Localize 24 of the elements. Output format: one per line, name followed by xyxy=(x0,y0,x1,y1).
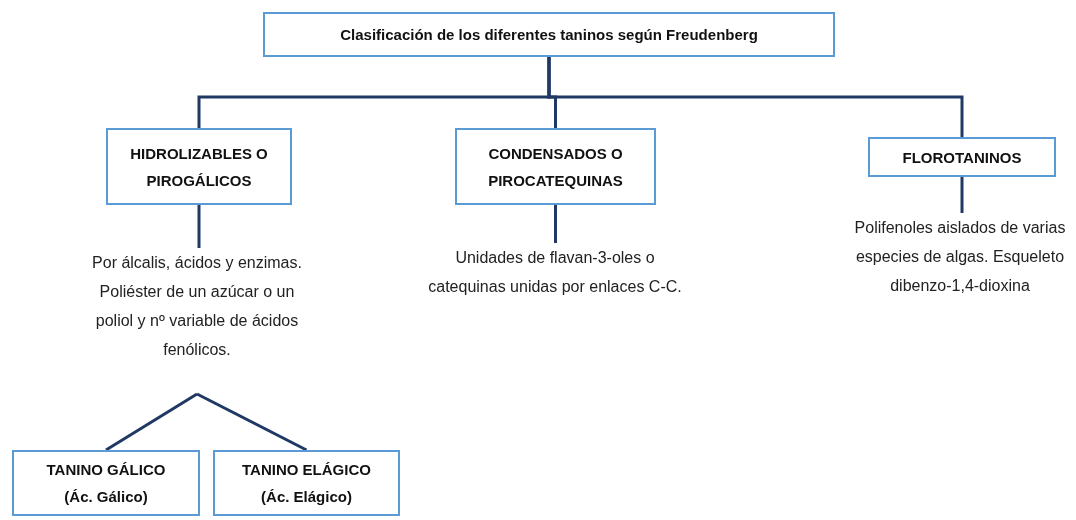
category-label: FLOROTANINOS xyxy=(902,147,1022,168)
connector-line xyxy=(196,392,308,452)
connector-line xyxy=(554,205,557,243)
category-label: TANINO GÁLICO xyxy=(46,460,166,480)
category-label: HIDROLIZABLES O PIROGÁLICOS xyxy=(129,143,269,191)
category-label: (Ác. Elágico) xyxy=(261,487,352,507)
description-text: Poliéster de un azúcar o un poliol y nº variable de ácidos fenólicos. xyxy=(94,282,300,360)
category-box xyxy=(263,12,835,57)
category-label: CONDENSADOS O PIROCATEQUINAS xyxy=(487,143,624,191)
connector-line xyxy=(547,57,964,137)
category-label: Clasificación de los diferentes taninos según Freudenberg xyxy=(340,25,758,45)
category-box xyxy=(106,128,292,205)
category-box xyxy=(455,128,656,205)
description-text: Unidades de flavan-3-oles o catequinas unidas por enlaces C-C. xyxy=(428,248,682,297)
category-label: (Ác. Gálico) xyxy=(64,487,148,507)
description-text: Polifenoles aislados de varias especies de algas. Esqueleto dibenzo-1,4-dioxina xyxy=(853,218,1067,296)
category-label: TANINO ELÁGICO xyxy=(242,460,371,480)
category-box xyxy=(868,137,1056,177)
connector-line xyxy=(960,177,964,213)
category-box xyxy=(213,450,400,516)
category-box xyxy=(12,450,200,516)
connector-line xyxy=(105,392,198,452)
description-text: Por álcalis, ácidos y enzimas. xyxy=(92,253,302,273)
connector-line xyxy=(197,205,201,248)
